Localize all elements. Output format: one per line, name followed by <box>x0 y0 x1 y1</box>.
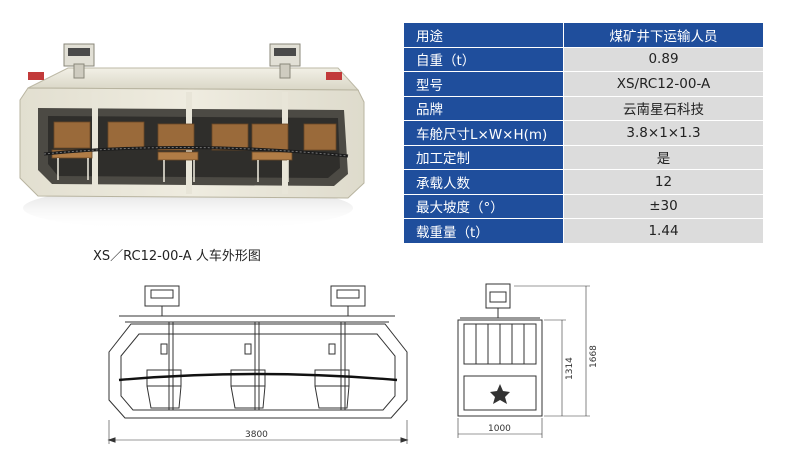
spec-key: 品牌 <box>403 95 564 121</box>
spec-row: 加工定制是 <box>403 144 764 170</box>
spec-value: XS/RC12-00-A <box>563 71 764 97</box>
side-height-total-label: 1668 <box>589 345 599 368</box>
front-view-svg: 3800 <box>107 285 409 444</box>
spec-key: 最大坡度（°） <box>403 193 564 219</box>
spec-key: 载重量（t） <box>403 218 564 244</box>
front-length-label: 3800 <box>245 430 268 440</box>
logo-star-icon <box>490 384 510 404</box>
spec-key: 车舱尺寸L×W×H(m) <box>403 120 564 146</box>
side-width-label: 1000 <box>488 424 511 434</box>
spec-key: 加工定制 <box>403 144 564 170</box>
spec-key: 自重（t） <box>403 46 564 72</box>
spec-value: 3.8×1×1.3 <box>563 120 764 146</box>
spec-row: 品牌云南星石科技 <box>403 95 764 121</box>
spec-row: 载重量（t）1.44 <box>403 218 764 244</box>
spec-value: 1.44 <box>563 218 764 244</box>
side-view-drawing: 1000 1314 1668 <box>440 280 600 455</box>
car-3d-render <box>8 28 380 238</box>
grip-left <box>28 43 95 80</box>
spec-row: 车舱尺寸L×W×H(m)3.8×1×1.3 <box>403 120 764 146</box>
spec-value: 12 <box>563 169 764 195</box>
spec-value: 0.89 <box>563 46 764 72</box>
spec-row: 最大坡度（°）±30 <box>403 193 764 219</box>
grip-right <box>269 43 342 80</box>
side-view-svg: 1000 1314 1668 <box>457 283 599 438</box>
spec-row: 自重（t）0.89 <box>403 46 764 72</box>
spec-value: ±30 <box>563 193 764 219</box>
spec-key: 用途 <box>403 22 564 48</box>
side-height-inner-label: 1314 <box>565 357 575 380</box>
car-render-image <box>19 43 365 230</box>
spec-key: 承载人数 <box>403 169 564 195</box>
front-view-drawing: 3800 <box>95 280 420 455</box>
spec-value: 煤矿井下运输人员 <box>563 22 764 48</box>
spec-value: 云南星石科技 <box>563 95 764 121</box>
spec-row: 用途煤矿井下运输人员 <box>403 22 764 48</box>
render-caption: XS／RC12-00-A 人车外形图 <box>93 249 261 264</box>
spec-key: 型号 <box>403 71 564 97</box>
spec-value: 是 <box>563 144 764 170</box>
